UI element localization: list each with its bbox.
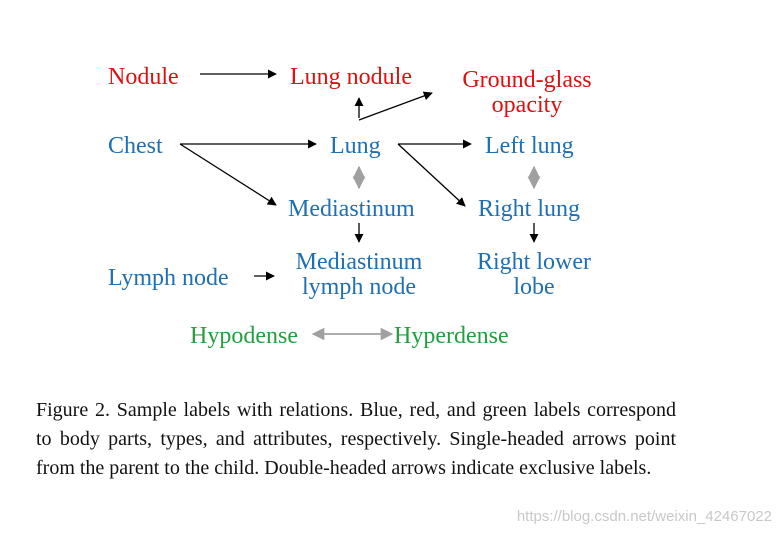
arrow-lung-to-ground-glass: [358, 91, 433, 121]
watermark-url: https://blog.csdn.net/weixin_42467022: [516, 508, 772, 525]
arrow-chest-to-mediastinum: [179, 143, 277, 206]
node-hypodense: Hypodense: [190, 323, 298, 349]
node-ground-glass-line2: opacity: [492, 92, 563, 118]
node-mediastinum: Mediastinum: [288, 196, 415, 222]
node-mediastinum-lymph-line1: Mediastinum: [296, 249, 423, 275]
node-hyperdense: Hyperdense: [394, 323, 509, 349]
figure-caption: Figure 2. Sample labels with relations. …: [36, 399, 676, 479]
node-ground-glass-line1: Ground-glass: [462, 67, 591, 93]
node-left-lung: Left lung: [485, 133, 574, 159]
arrow-lung-to-right-lung: [397, 143, 466, 207]
label-relation-diagram: Nodule Lung nodule Ground-glass opacity …: [108, 64, 592, 349]
node-mediastinum-lymph-line2: lymph node: [302, 274, 416, 300]
node-right-lower-line2: lobe: [513, 274, 554, 300]
node-lymph-node: Lymph node: [108, 265, 229, 291]
node-nodule: Nodule: [108, 64, 179, 90]
node-lung: Lung: [330, 133, 381, 159]
node-chest: Chest: [108, 133, 163, 159]
node-lung-nodule: Lung nodule: [290, 64, 412, 90]
node-right-lower-line1: Right lower: [477, 249, 591, 275]
node-right-lung: Right lung: [478, 196, 580, 222]
